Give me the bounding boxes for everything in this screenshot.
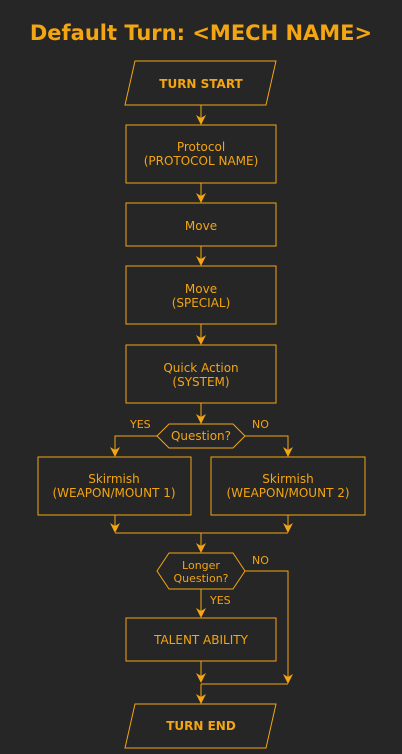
edge-question-no <box>245 435 293 457</box>
turn-start-node <box>124 60 277 106</box>
quick-action-label-line2: (SYSTEM) <box>172 375 229 389</box>
diagram-title: Default Turn: <MECH NAME> <box>30 21 372 45</box>
protocol-label-line1: Protocol <box>177 140 225 154</box>
longer-question-label-line2: Question? <box>173 572 228 585</box>
turn-end-node <box>124 703 277 749</box>
move-special-label-line2: (SPECIAL) <box>172 296 231 310</box>
question-no-label: NO <box>252 418 269 431</box>
skirmish-2-label-line1: Skirmish <box>262 472 314 486</box>
quick-action-label-line1: Quick Action <box>163 361 238 375</box>
move-label: Move <box>185 219 217 233</box>
longer-question-yes-label: YES <box>209 594 231 607</box>
skirmish-1-label-line2: (WEAPON/MOUNT 1) <box>52 486 175 500</box>
turn-end-label: TURN END <box>166 719 236 733</box>
edge-question-yes <box>110 435 157 457</box>
skirmish-2-label-line2: (WEAPON/MOUNT 2) <box>226 486 349 500</box>
question-yes-label: YES <box>129 418 151 431</box>
talent-ability-label: TALENT ABILITY <box>153 633 249 647</box>
longer-question-no-label: NO <box>252 554 269 567</box>
turn-start-label: TURN START <box>159 77 243 91</box>
protocol-label-line2: (PROTOCOL NAME) <box>144 154 259 168</box>
question-label: Question? <box>171 429 231 443</box>
longer-question-label-line1: Longer <box>182 559 220 572</box>
skirmish-1-label-line1: Skirmish <box>88 472 140 486</box>
edge-longer-question-no <box>245 570 293 684</box>
move-special-label-line1: Move <box>185 282 217 296</box>
